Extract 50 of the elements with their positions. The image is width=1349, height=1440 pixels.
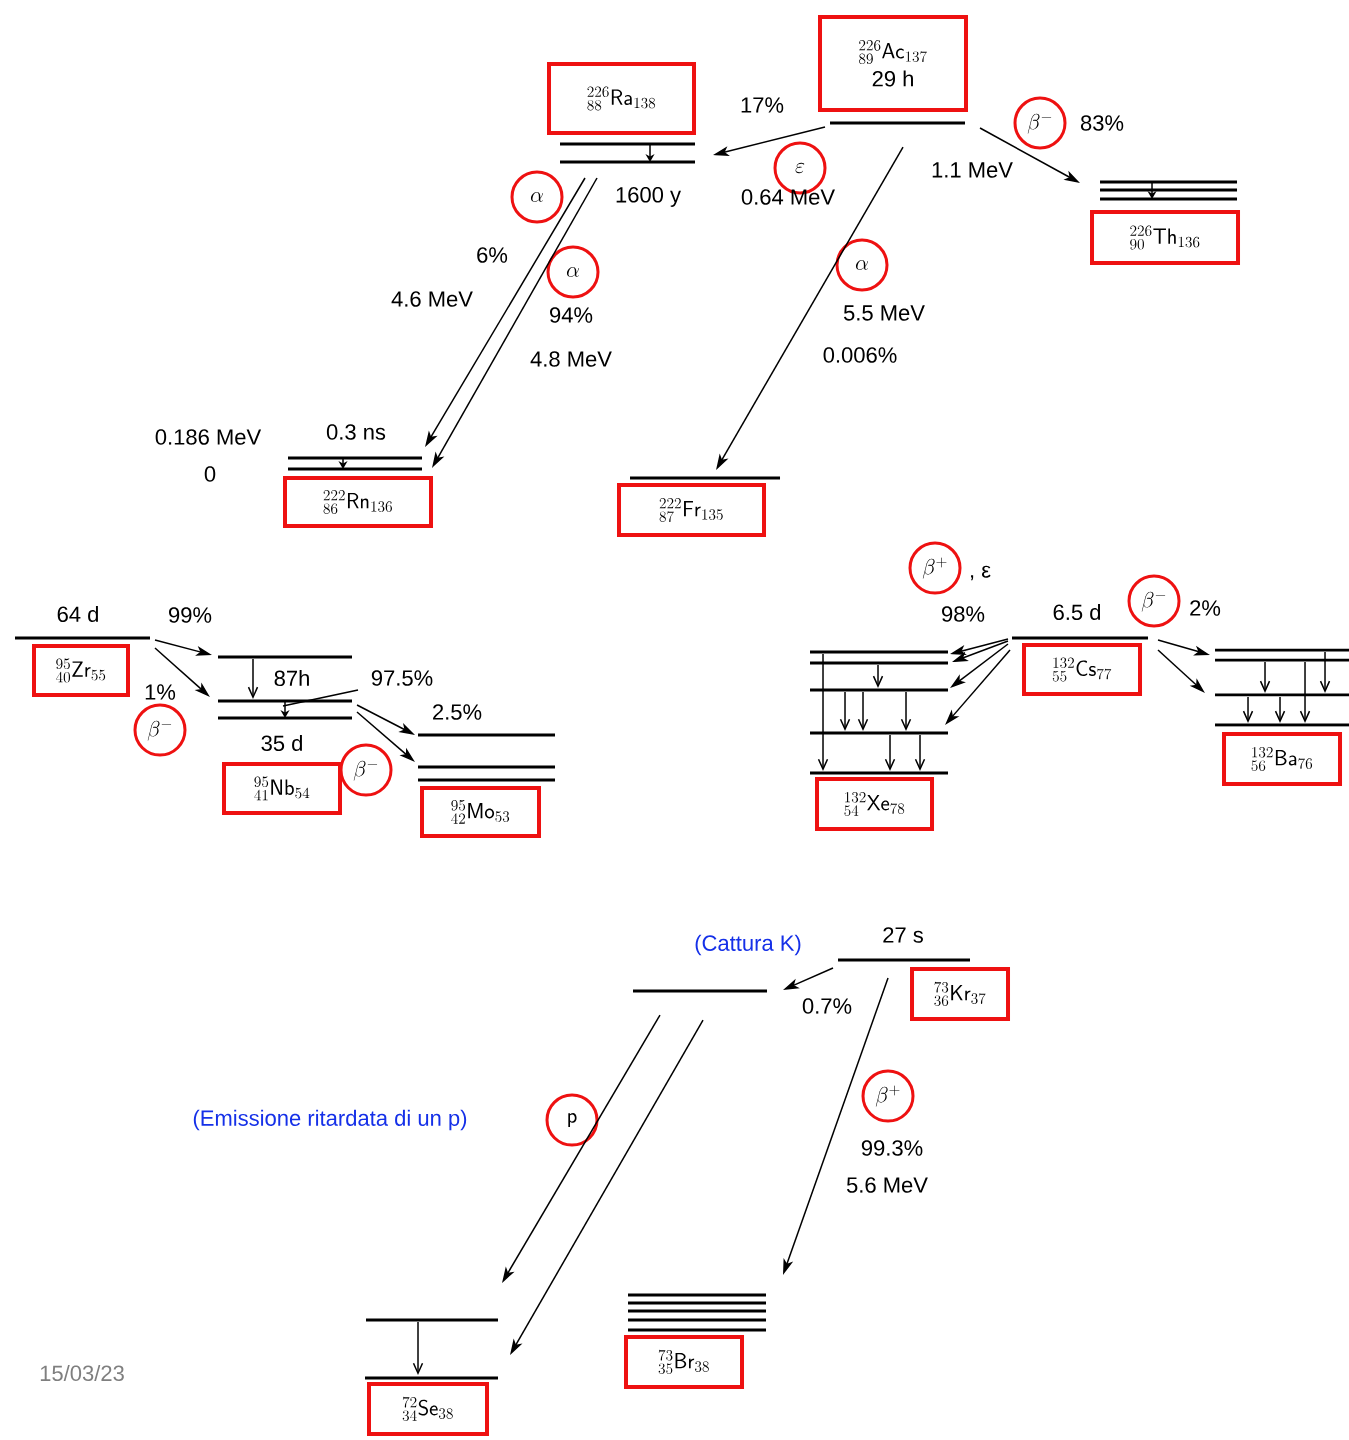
nuclide-box: ${}^{132}_{55}\mathsf{Cs}_{77}$ <box>1022 643 1142 696</box>
nuclide-box: ${}^{226}_{89}\mathsf{Ac}_{137}$ 29 h <box>818 15 968 112</box>
level-label: 87h <box>274 669 309 687</box>
nuclide-box: ${}^{226}_{88}\mathsf{Ra}_{138}$ <box>547 62 696 135</box>
nuclide-box: ${}^{132}_{54}\mathsf{Xe}_{78}$ <box>815 777 934 831</box>
energy-level-drawing <box>628 1293 766 1332</box>
level-label: 83% <box>1080 115 1124 131</box>
level-label: 35 d <box>261 734 302 752</box>
energy-level-drawing <box>15 636 150 640</box>
level-label: 4.6 MeV <box>391 291 473 307</box>
nuclide-box: ${}^{72}_{34}\mathsf{Se}_{38}$ <box>367 1382 489 1436</box>
level-label: 1% <box>145 684 176 700</box>
level-label: 0 <box>204 466 216 482</box>
annotation: (Emissione ritardata di un p) <box>193 1109 467 1131</box>
level-label: 64 d <box>57 605 98 623</box>
nuclide-box: ${}^{73}_{36}\mathsf{Kr}_{37}$ <box>910 967 1010 1021</box>
energy-level-drawing <box>418 733 555 782</box>
level-label: 0.3 ns <box>326 424 386 440</box>
level-label: 27 s <box>883 927 923 943</box>
level-label: , ε <box>970 565 991 581</box>
energy-level-drawing <box>838 958 970 962</box>
nuclide-box: ${}^{222}_{87}\mathsf{Fr}_{135}$ <box>617 483 766 537</box>
date-text: 15/03/23 <box>40 1364 124 1382</box>
nuclide-box: ${}^{95}_{41}\mathsf{Nb}_{54}$ <box>222 762 342 815</box>
level-label: 0.006% <box>823 347 897 363</box>
nuclide-box: ${}^{73}_{35}\mathsf{Br}_{38}$ <box>624 1335 744 1389</box>
annotation: (Cattura K) <box>695 934 801 956</box>
level-label: 4.8 MeV <box>530 351 612 367</box>
level-label: 0.7% <box>802 998 852 1014</box>
nuclide-box: ${}^{95}_{42}\mathsf{Mo}_{53}$ <box>420 786 541 838</box>
nuclide-box: ${}^{95}_{40}\mathsf{Zr}_{55}$ <box>32 644 130 697</box>
level-label: 1600 y <box>616 187 681 207</box>
level-label: 17% <box>741 97 784 113</box>
level-label: 0.186 MeV <box>155 429 262 445</box>
energy-level-drawing <box>830 121 965 125</box>
level-label: 6% <box>477 247 508 263</box>
level-label: 98% <box>942 606 985 622</box>
energy-level-drawing <box>630 476 780 480</box>
nuclide-box: ${}^{222}_{86}\mathsf{Rn}_{136}$ <box>283 476 433 528</box>
nuclide-box: ${}^{226}_{90}\mathsf{Th}_{136}$ <box>1090 210 1240 265</box>
nuclide-box: ${}^{132}_{56}\mathsf{Ba}_{76}$ <box>1222 732 1342 786</box>
level-label: 2% <box>1190 600 1221 616</box>
level-label: 6.5 d <box>1053 603 1101 621</box>
level-label: 97.5% <box>371 670 433 686</box>
level-label: 2.5% <box>433 704 482 720</box>
level-label: 1.1 MeV <box>932 162 1013 178</box>
level-label: 5.6 MeV <box>846 1177 928 1193</box>
energy-level-drawing <box>1012 636 1148 640</box>
level-label: 99% <box>169 607 212 623</box>
energy-level-drawing <box>633 989 767 993</box>
